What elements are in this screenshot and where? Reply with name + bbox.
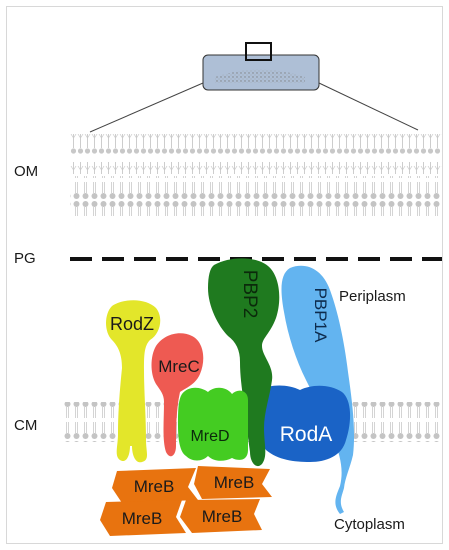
outer-membrane — [70, 134, 442, 216]
mreb-filament: MreB MreB MreB MreB — [100, 466, 272, 536]
rodz-label: RodZ — [110, 314, 154, 334]
mrec-label: MreC — [158, 357, 200, 376]
mreb-label-4: MreB — [202, 507, 243, 526]
zoom-line-right — [318, 82, 419, 131]
pg-label: PG — [14, 250, 36, 267]
cm-label: CM — [14, 417, 38, 434]
zoom-selection-box — [245, 42, 272, 61]
roda-label: RodA — [280, 423, 333, 446]
figure-border — [6, 6, 443, 544]
zoom-line-left — [89, 82, 204, 133]
mreb-subunit-1 — [112, 468, 198, 503]
mreb-label-3: MreB — [122, 509, 163, 528]
om-label: OM — [14, 163, 39, 180]
periplasm-label: Periplasm — [339, 288, 406, 305]
mreb-subunit-4 — [180, 499, 262, 533]
mreb-label-2: MreB — [214, 473, 255, 492]
mreb-subunit-3 — [100, 500, 186, 536]
pbp2-protein: PBP2 — [208, 258, 280, 467]
mrec-protein: MreC — [151, 333, 204, 457]
mred-protein: MreD — [178, 387, 248, 461]
zoom-texture-band — [215, 69, 305, 83]
mred-label: MreD — [190, 428, 229, 445]
rodz-protein: RodZ — [106, 300, 161, 463]
mreb-subunit-2 — [194, 466, 272, 499]
cytoplasm-label: Cytoplasm — [334, 516, 405, 533]
pbp2-label: PBP2 — [239, 270, 260, 319]
mreb-label-1: MreB — [134, 477, 175, 496]
roda-protein: RodA — [256, 385, 351, 462]
pbp1a-label: PBP1A — [311, 288, 330, 343]
zoom-inset — [89, 42, 419, 133]
